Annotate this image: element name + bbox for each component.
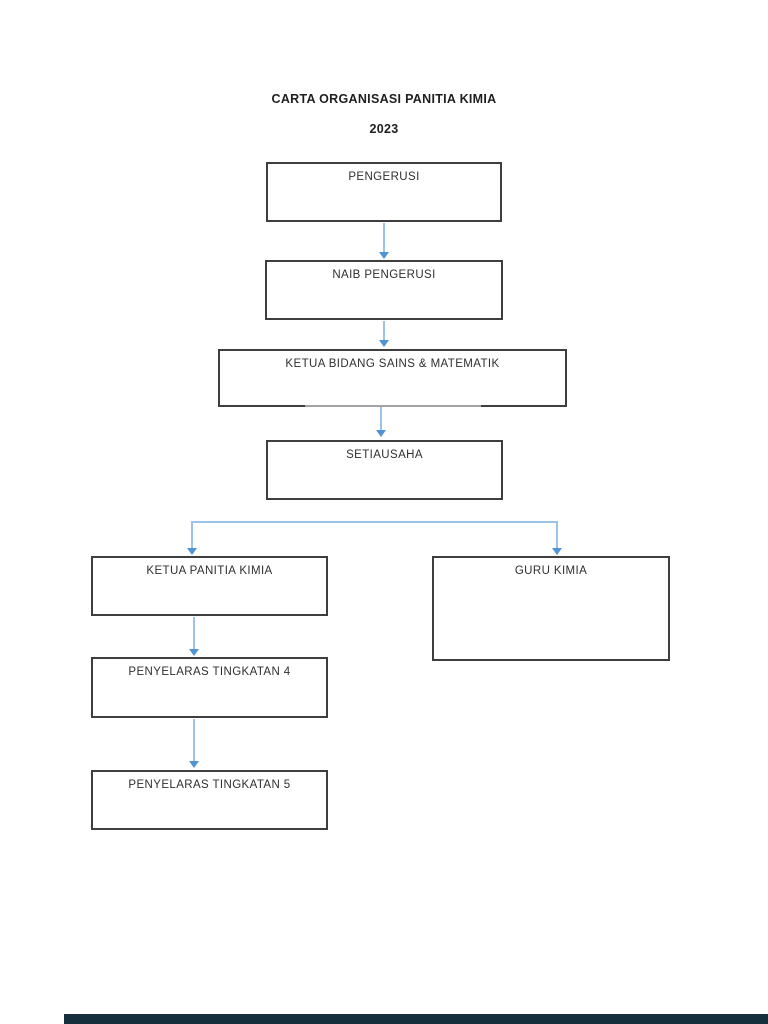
arrow-down-icon: [552, 548, 562, 555]
org-box-guru-kimia: GURU KIMIA: [432, 556, 670, 661]
connector-line-naib-ketuabidang: [383, 321, 385, 340]
arrow-down-icon: [189, 761, 199, 768]
org-box-label: KETUA BIDANG SAINS & MATEMATIK: [285, 358, 500, 370]
org-box-label: NAIB PENGERUSI: [332, 269, 436, 281]
connector-drop-left: [191, 521, 193, 548]
org-box-pengerusi: PENGERUSI: [266, 162, 502, 222]
arrow-down-icon: [189, 649, 199, 656]
arrow-down-icon: [379, 252, 389, 259]
org-box-penyelaras-t4: PENYELARAS TINGKATAN 4: [91, 657, 328, 718]
org-box-penyelaras-t5: PENYELARAS TINGKATAN 5: [91, 770, 328, 830]
connector-line-t4-t5: [193, 719, 195, 761]
org-box-label: PENYELARAS TINGKATAN 5: [128, 779, 291, 791]
connector-drop-right: [556, 521, 558, 548]
connector-line-ketuapanitia-t4: [193, 617, 195, 649]
chart-year: 2023: [369, 122, 399, 136]
arrow-down-icon: [376, 430, 386, 437]
org-box-ketua-bidang: KETUA BIDANG SAINS & MATEMATIK: [218, 349, 567, 407]
page-edge-bar: [64, 1014, 768, 1024]
arrow-down-icon: [379, 340, 389, 347]
border-highlight: [305, 405, 481, 407]
chart-title: CARTA ORGANISASI PANITIA KIMIA: [271, 92, 497, 106]
org-box-label: PENGERUSI: [348, 171, 420, 183]
connector-line-pengerusi-naib: [383, 223, 385, 252]
org-box-naib-pengerusi: NAIB PENGERUSI: [265, 260, 503, 320]
org-box-label: SETIAUSAHA: [346, 449, 423, 461]
org-box-setiausaha: SETIAUSAHA: [266, 440, 503, 500]
org-box-label: PENYELARAS TINGKATAN 4: [128, 666, 291, 678]
connector-rail: [191, 521, 558, 523]
connector-line-ketuabidang-setiausaha: [380, 407, 382, 430]
org-box-label: GURU KIMIA: [514, 565, 588, 577]
arrow-down-icon: [187, 548, 197, 555]
org-box-label: KETUA PANITIA KIMIA: [146, 565, 273, 577]
org-box-ketua-panitia: KETUA PANITIA KIMIA: [91, 556, 328, 616]
